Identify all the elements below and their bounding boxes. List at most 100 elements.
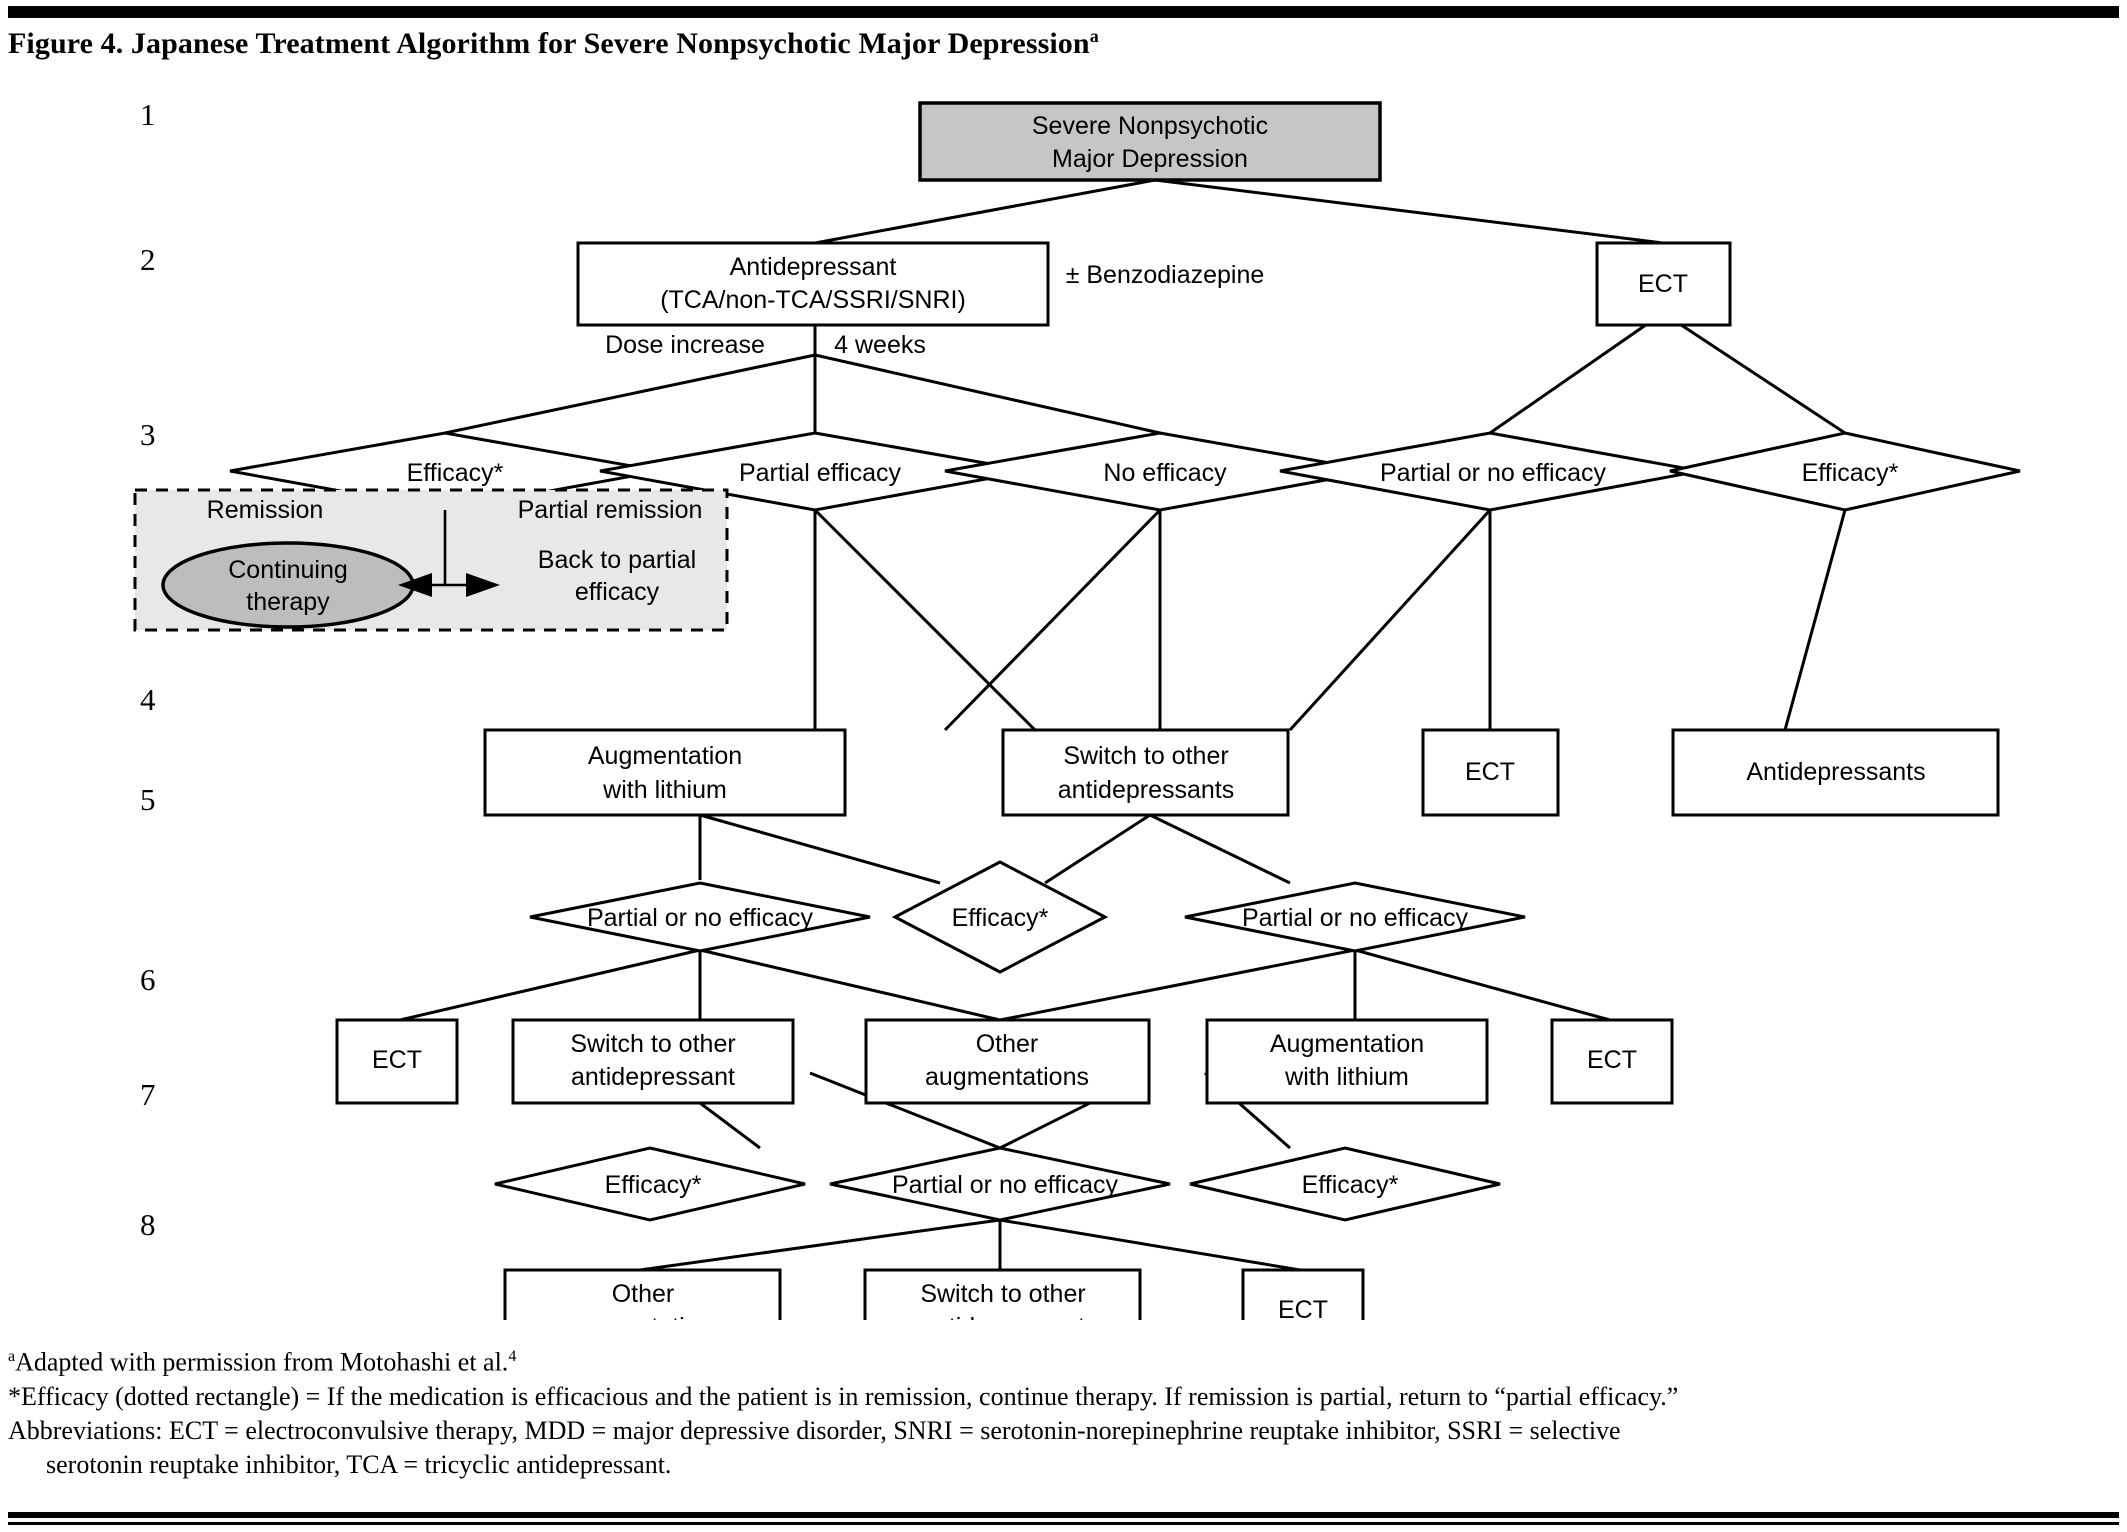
node-other6-line2: augmentations: [925, 1063, 1089, 1091]
node-partial-efficacy-row3[interactable]: [599, 431, 1031, 512]
node-partial-or-no-efficacy-row3[interactable]: [1279, 431, 1701, 512]
row-number-1: 1: [140, 97, 156, 132]
node-antidepressant[interactable]: [576, 241, 1050, 327]
node-other-augmentations-row8[interactable]: [503, 1268, 782, 1320]
note-efficacy-definition: *Efficacy (dotted rectangle) = If the me…: [8, 1381, 1679, 1411]
node-efficacy-row7-right[interactable]: [1189, 1146, 1501, 1222]
edge-parnoeff7-to-other8: [639, 1218, 1001, 1272]
node-antidepressant-line1: Antidepressant: [730, 253, 897, 281]
remission-arrow-right-head: [466, 573, 500, 597]
row-number-4: 4: [140, 682, 156, 717]
label-benzodiazepine: ± Benzodiazepine: [1066, 261, 1265, 289]
node-partial-or-no-efficacy-row3-label: Partial or no efficacy: [1380, 459, 1607, 487]
node-ect-row6-right[interactable]: [1550, 1018, 1674, 1105]
node-switch6-line2: antidepressant: [571, 1063, 735, 1091]
node-ect-row6-left[interactable]: [335, 1018, 459, 1105]
note-abbreviations-line2: serotonin reuptake inhibitor, TCA = tric…: [46, 1449, 672, 1479]
row-number-5: 5: [140, 782, 156, 817]
node-ect-row2-label: ECT: [1638, 270, 1688, 298]
edge-ect2-to-efficacy3r: [1662, 311, 1846, 435]
row-number-8: 8: [140, 1207, 156, 1242]
node-aug4-line2: with lithium: [602, 776, 727, 804]
edge-aug4-to-efficacy5: [699, 813, 941, 885]
edge-start-to-antidepressant: [814, 178, 1156, 245]
node-switch-to-other-antidepressants-row4[interactable]: [1001, 728, 1290, 817]
node-switch-to-other-antidepressant-row6[interactable]: [511, 1018, 795, 1105]
edge-efficacy3r-to-antideps4: [1783, 509, 1847, 731]
node-continuing-therapy-line2: therapy: [246, 588, 330, 616]
node-parnoeff5l-label: Partial or no efficacy: [587, 904, 814, 932]
node-start-line2: Major Depression: [1052, 145, 1248, 173]
node-ect-row6-left-label: ECT: [372, 1046, 422, 1074]
node-ect-row2[interactable]: [1595, 241, 1732, 327]
node-efficacy-row7-left[interactable]: [494, 1146, 806, 1222]
note-adapted-from: aAdapted with permission from Motohashi …: [8, 1340, 2118, 1380]
edge-ect2-to-partial-or-no3: [1489, 311, 1664, 435]
node-no-efficacy-row3[interactable]: [944, 431, 1376, 512]
top-rule: [8, 6, 2119, 18]
node-efficacy-row7-right-label: Efficacy*: [1302, 1171, 1399, 1199]
node-switch8-line1: Switch to other: [920, 1280, 1085, 1308]
row-number-3: 3: [140, 417, 156, 452]
note-abbreviations-line1: Abbreviations: ECT = electroconvulsive t…: [8, 1415, 1621, 1445]
node-ect-row4[interactable]: [1421, 728, 1560, 817]
note-a-reference: 4: [508, 1348, 517, 1365]
edge-antidep-to-efficacy3: [444, 353, 816, 435]
label-back-to-partial-line1: Back to partial: [538, 546, 696, 574]
node-efficacy-row3-label: Efficacy*: [407, 459, 504, 487]
node-aug6-line2: with lithium: [1284, 1063, 1409, 1091]
node-switch4-line2: antidepressants: [1058, 776, 1235, 804]
node-partial-or-no-efficacy-row7[interactable]: [829, 1146, 1171, 1222]
node-other-augmentations-row6[interactable]: [864, 1018, 1151, 1105]
node-efficacy-row3-right-label: Efficacy*: [1802, 459, 1899, 487]
node-efficacy-row3-right[interactable]: [1669, 431, 2021, 512]
edge-start-to-ect2: [1154, 178, 1664, 245]
node-switch8-line2: antidepressant: [921, 1313, 1085, 1320]
node-partial-or-no-efficacy-row5-left[interactable]: [529, 881, 871, 953]
figure-title-superscript: a: [1089, 26, 1099, 46]
edge-partial-efficacy3-to-switch4: [813, 508, 1037, 732]
edge-switch4-to-efficacy5: [1044, 813, 1151, 885]
node-ect-row6-right-label: ECT: [1587, 1046, 1637, 1074]
node-ect-row8[interactable]: [1241, 1268, 1365, 1320]
figure-title: Figure 4. Japanese Treatment Algorithm f…: [8, 26, 1099, 61]
node-other8-line2: augmentations: [561, 1313, 725, 1320]
flowchart-canvas: 1 2 3 4 5 6 7 8: [0, 70, 2127, 1320]
node-augmentation-with-lithium-row4[interactable]: [483, 728, 847, 817]
node-continuing-therapy-line1: Continuing: [228, 556, 348, 584]
row-number-2: 2: [140, 242, 156, 277]
figure-title-text: Figure 4. Japanese Treatment Algorithm f…: [8, 27, 1090, 60]
edge-parnoeff5l-to-other6: [699, 948, 1001, 1022]
edge-parnoeff5l-to-ect6l: [399, 948, 701, 1022]
node-switch-to-other-antidepressant-row8[interactable]: [863, 1268, 1142, 1320]
row-number-7: 7: [140, 1077, 156, 1112]
edge-antidep-to-no-efficacy3: [814, 353, 1161, 435]
figure-notes: aAdapted with permission from Motohashi …: [8, 1340, 2118, 1482]
row-number-6: 6: [140, 962, 156, 997]
node-antidepressants-row4[interactable]: [1671, 728, 2000, 817]
node-efficacy-row5[interactable]: [891, 860, 1109, 974]
node-switch6-line1: Switch to other: [570, 1030, 735, 1058]
node-start-line1: Severe Nonpsychotic: [1032, 112, 1268, 140]
edge-parnoeff5r-to-other6: [999, 948, 1356, 1022]
edge-switch6-to-parnoeff7b: [809, 1071, 1001, 1150]
label-back-to-partial-line2: efficacy: [575, 578, 660, 606]
node-severe-nonpsychotic-major-depression[interactable]: [918, 101, 1382, 182]
edge-switch4-to-parnoeff5r: [1149, 813, 1291, 885]
label-partial-remission: Partial remission: [518, 496, 703, 524]
label-dose-increase: Dose increase: [605, 331, 765, 359]
node-partial-efficacy-row3-label: Partial efficacy: [739, 459, 902, 487]
node-parnoeff7-label: Partial or no efficacy: [892, 1171, 1119, 1199]
node-augmentation-with-lithium-row6[interactable]: [1205, 1018, 1489, 1105]
note-a-superscript: a: [8, 1348, 16, 1365]
node-ect-row4-label: ECT: [1465, 758, 1515, 786]
label-4-weeks: 4 weeks: [834, 331, 926, 359]
node-parnoeff5r-label: Partial or no efficacy: [1242, 904, 1469, 932]
edge-no-efficacy3-to-aug4: [943, 508, 1162, 732]
note-a-text: Adapted with permission from Motohashi e…: [15, 1347, 509, 1377]
remission-arrow-left-head: [398, 573, 432, 597]
node-switch4-line1: Switch to other: [1063, 742, 1228, 770]
node-partial-or-no-efficacy-row5-right[interactable]: [1184, 881, 1526, 953]
node-efficacy-row7-left-label: Efficacy*: [605, 1171, 702, 1199]
